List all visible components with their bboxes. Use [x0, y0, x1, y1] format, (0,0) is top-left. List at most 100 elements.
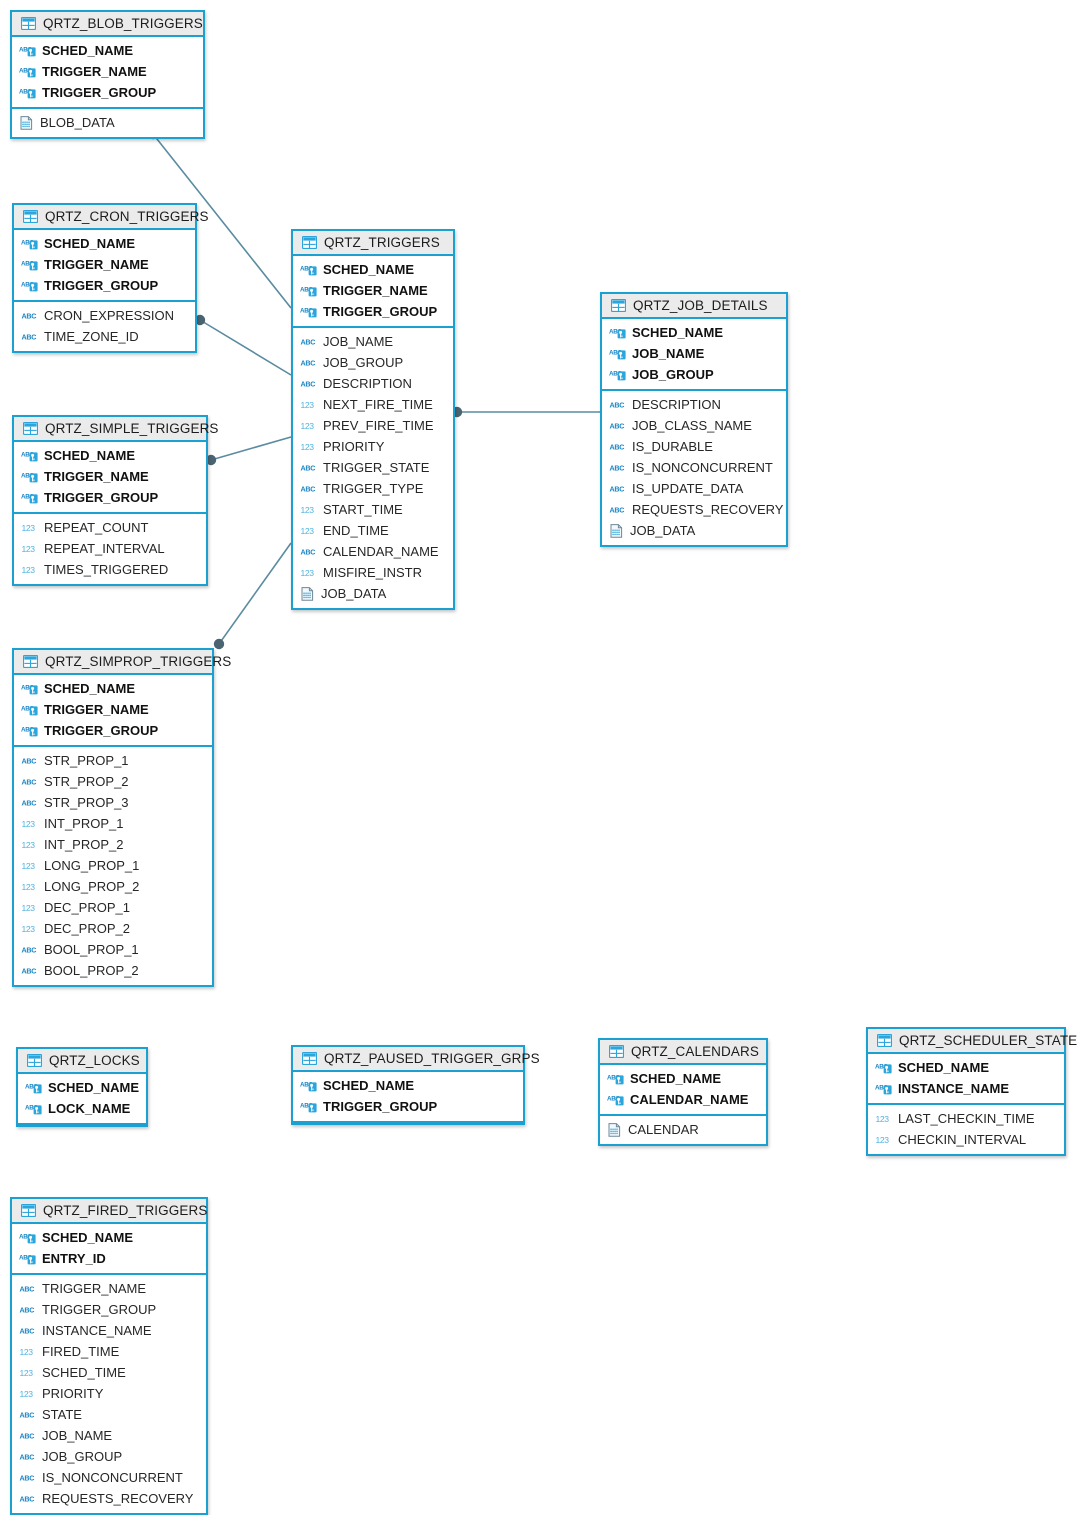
column-row[interactable]: 123 REPEAT_INTERVAL — [14, 538, 206, 559]
column-row[interactable]: 123 PREV_FIRE_TIME — [293, 415, 453, 436]
table-header[interactable]: QRTZ_JOB_DETAILS — [602, 294, 786, 319]
column-row[interactable]: ABC TRIGGER_STATE — [293, 457, 453, 478]
column-row[interactable]: ABC TRIGGER_GROUP — [12, 1299, 206, 1320]
relationship-simprop-to-triggers[interactable] — [213, 542, 292, 650]
column-row[interactable]: ABC IS_DURABLE — [602, 436, 786, 457]
column-row[interactable]: ABC TRIGGER_NAME — [14, 699, 212, 720]
table-header[interactable]: QRTZ_PAUSED_TRIGGER_GRPS — [293, 1047, 540, 1072]
table-header[interactable]: QRTZ_FIRED_TRIGGERS — [12, 1199, 207, 1224]
column-row[interactable]: ABC JOB_GROUP — [602, 364, 786, 385]
column-row[interactable]: ABC TRIGGER_NAME — [12, 61, 203, 82]
column-row[interactable]: 123 CHECKIN_INTERVAL — [868, 1129, 1064, 1150]
column-row[interactable]: ABC JOB_NAME — [602, 343, 786, 364]
column-row[interactable]: JOB_DATA — [293, 583, 453, 604]
column-row[interactable]: ABC SCHED_NAME — [14, 678, 212, 699]
column-row[interactable]: ABC BOOL_PROP_1 — [14, 939, 212, 960]
column-row[interactable]: ABC CALENDAR_NAME — [293, 541, 453, 562]
column-row[interactable]: ABC DESCRIPTION — [293, 373, 453, 394]
entity-table-qrtz-calendars[interactable]: QRTZ_CALENDARS ABC SCHED_NAME ABC CALEND… — [598, 1038, 768, 1146]
column-row[interactable]: 123 DEC_PROP_2 — [14, 918, 212, 939]
column-row[interactable]: ABC SCHED_NAME — [14, 445, 206, 466]
column-row[interactable]: 123 PRIORITY — [12, 1383, 206, 1404]
entity-table-qrtz-cron-triggers[interactable]: QRTZ_CRON_TRIGGERS ABC SCHED_NAME ABC TR… — [12, 203, 208, 353]
column-row[interactable]: ABC SCHED_NAME — [868, 1057, 1064, 1078]
column-row[interactable]: ABC DESCRIPTION — [602, 394, 786, 415]
column-row[interactable]: 123 LAST_CHECKIN_TIME — [868, 1108, 1064, 1129]
column-row[interactable]: 123 LONG_PROP_1 — [14, 855, 212, 876]
column-row[interactable]: ABC TRIGGER_GROUP — [14, 487, 206, 508]
column-row[interactable]: ABC IS_UPDATE_DATA — [602, 478, 786, 499]
table-header[interactable]: QRTZ_SCHEDULER_STATE — [868, 1029, 1077, 1054]
column-row[interactable]: ABC SCHED_NAME — [602, 322, 786, 343]
column-row[interactable]: 123 SCHED_TIME — [12, 1362, 206, 1383]
column-row[interactable]: 123 INT_PROP_1 — [14, 813, 212, 834]
column-row[interactable]: ABC LOCK_NAME — [18, 1098, 146, 1119]
column-row[interactable]: ABC TRIGGER_GROUP — [14, 275, 195, 296]
entity-table-qrtz-blob-triggers[interactable]: QRTZ_BLOB_TRIGGERS ABC SCHED_NAME ABC TR… — [10, 10, 205, 139]
entity-table-qrtz-paused-trigger-grps[interactable]: QRTZ_PAUSED_TRIGGER_GRPS ABC SCHED_NAME … — [291, 1045, 540, 1125]
column-row[interactable]: ABC TRIGGER_GROUP — [293, 1096, 523, 1117]
column-row[interactable]: BLOB_DATA — [12, 112, 203, 133]
table-header[interactable]: QRTZ_CALENDARS — [600, 1040, 766, 1065]
column-row[interactable]: ABC TRIGGER_NAME — [14, 466, 206, 487]
column-row[interactable]: 123 NEXT_FIRE_TIME — [293, 394, 453, 415]
column-row[interactable]: ABC STR_PROP_3 — [14, 792, 212, 813]
column-row[interactable]: ABC TIME_ZONE_ID — [14, 326, 195, 347]
column-row[interactable]: ABC TRIGGER_TYPE — [293, 478, 453, 499]
relationship-simple-to-triggers[interactable] — [205, 436, 292, 466]
entity-table-qrtz-job-details[interactable]: QRTZ_JOB_DETAILS ABC SCHED_NAME ABC JOB_… — [600, 292, 788, 547]
column-row[interactable]: ABC TRIGGER_NAME — [293, 280, 453, 301]
column-row[interactable]: ABC JOB_NAME — [12, 1425, 206, 1446]
column-row[interactable]: ABC SCHED_NAME — [18, 1077, 146, 1098]
table-header[interactable]: QRTZ_CRON_TRIGGERS — [14, 205, 208, 230]
column-row[interactable]: ABC SCHED_NAME — [14, 233, 195, 254]
column-row[interactable]: ABC JOB_GROUP — [12, 1446, 206, 1467]
column-row[interactable]: 123 START_TIME — [293, 499, 453, 520]
column-row[interactable]: 123 REPEAT_COUNT — [14, 517, 206, 538]
column-row[interactable]: ABC SCHED_NAME — [600, 1068, 766, 1089]
column-row[interactable]: 123 TIMES_TRIGGERED — [14, 559, 206, 580]
relationship-triggers-to-jobdetails[interactable] — [451, 406, 600, 418]
column-row[interactable]: ABC ENTRY_ID — [12, 1248, 206, 1269]
column-row[interactable]: ABC REQUESTS_RECOVERY — [12, 1488, 206, 1509]
column-row[interactable]: ABC CRON_EXPRESSION — [14, 305, 195, 326]
column-row[interactable]: ABC TRIGGER_GROUP — [12, 82, 203, 103]
column-row[interactable]: ABC STR_PROP_1 — [14, 750, 212, 771]
entity-table-qrtz-locks[interactable]: QRTZ_LOCKS ABC SCHED_NAME ABC LOCK_NAME — [16, 1047, 148, 1127]
table-header[interactable]: QRTZ_TRIGGERS — [293, 231, 453, 256]
table-header[interactable]: QRTZ_SIMPROP_TRIGGERS — [14, 650, 231, 675]
column-row[interactable]: ABC TRIGGER_NAME — [12, 1278, 206, 1299]
column-row[interactable]: 123 PRIORITY — [293, 436, 453, 457]
relationship-cron-to-triggers[interactable] — [194, 314, 292, 376]
table-header[interactable]: QRTZ_SIMPLE_TRIGGERS — [14, 417, 218, 442]
column-row[interactable]: JOB_DATA — [602, 520, 786, 541]
column-row[interactable]: ABC SCHED_NAME — [293, 259, 453, 280]
entity-table-qrtz-triggers[interactable]: QRTZ_TRIGGERS ABC SCHED_NAME ABC TRIGGER… — [291, 229, 455, 610]
column-row[interactable]: 123 END_TIME — [293, 520, 453, 541]
column-row[interactable]: 123 DEC_PROP_1 — [14, 897, 212, 918]
column-row[interactable]: ABC CALENDAR_NAME — [600, 1089, 766, 1110]
entity-table-qrtz-fired-triggers[interactable]: QRTZ_FIRED_TRIGGERS ABC SCHED_NAME ABC E… — [10, 1197, 208, 1515]
entity-table-qrtz-simple-triggers[interactable]: QRTZ_SIMPLE_TRIGGERS ABC SCHED_NAME ABC … — [12, 415, 218, 586]
column-row[interactable]: ABC INSTANCE_NAME — [12, 1320, 206, 1341]
column-row[interactable]: ABC SCHED_NAME — [293, 1075, 523, 1096]
column-row[interactable]: ABC SCHED_NAME — [12, 40, 203, 61]
column-row[interactable]: ABC IS_NONCONCURRENT — [12, 1467, 206, 1488]
column-row[interactable]: ABC BOOL_PROP_2 — [14, 960, 212, 981]
table-header[interactable]: QRTZ_LOCKS — [18, 1049, 146, 1074]
entity-table-qrtz-scheduler-state[interactable]: QRTZ_SCHEDULER_STATE ABC SCHED_NAME ABC … — [866, 1027, 1077, 1156]
entity-table-qrtz-simprop-triggers[interactable]: QRTZ_SIMPROP_TRIGGERS ABC SCHED_NAME ABC… — [12, 648, 231, 987]
column-row[interactable]: 123 INT_PROP_2 — [14, 834, 212, 855]
column-row[interactable]: ABC STR_PROP_2 — [14, 771, 212, 792]
column-row[interactable]: ABC IS_NONCONCURRENT — [602, 457, 786, 478]
column-row[interactable]: CALENDAR — [600, 1119, 766, 1140]
column-row[interactable]: 123 FIRED_TIME — [12, 1341, 206, 1362]
column-row[interactable]: ABC STATE — [12, 1404, 206, 1425]
column-row[interactable]: ABC TRIGGER_GROUP — [14, 720, 212, 741]
column-row[interactable]: ABC JOB_GROUP — [293, 352, 453, 373]
column-row[interactable]: ABC JOB_NAME — [293, 331, 453, 352]
column-row[interactable]: ABC SCHED_NAME — [12, 1227, 206, 1248]
column-row[interactable]: ABC TRIGGER_GROUP — [293, 301, 453, 322]
column-row[interactable]: 123 LONG_PROP_2 — [14, 876, 212, 897]
column-row[interactable]: 123 MISFIRE_INSTR — [293, 562, 453, 583]
